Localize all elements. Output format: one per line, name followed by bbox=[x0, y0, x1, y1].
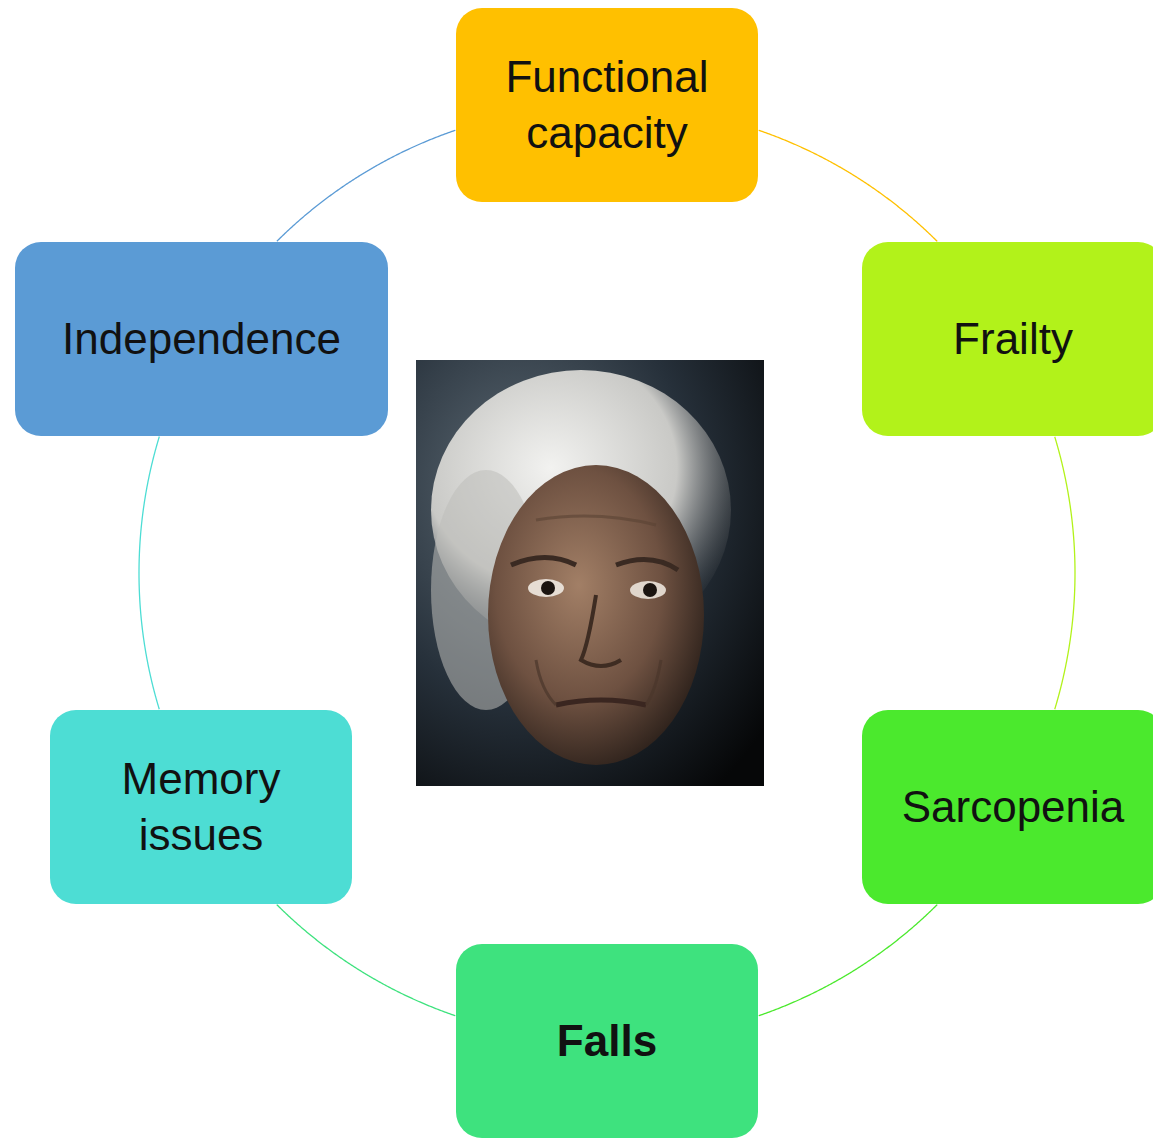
process-box: Frailty bbox=[862, 242, 1153, 436]
box-label: Frailty bbox=[953, 311, 1073, 367]
portrait-face bbox=[488, 465, 704, 765]
portrait-illustration bbox=[416, 360, 764, 786]
portrait-background bbox=[416, 360, 764, 786]
portrait-pupil bbox=[541, 581, 555, 595]
cycle-connector bbox=[139, 437, 159, 710]
portrait-wrinkle bbox=[536, 660, 556, 705]
portrait-wrinkle bbox=[646, 660, 661, 705]
cycle-connector bbox=[277, 130, 455, 241]
cycle-connector bbox=[277, 905, 456, 1016]
process-box: Sarcopenia bbox=[862, 710, 1153, 904]
process-box: Falls bbox=[456, 944, 758, 1138]
cycle-connector bbox=[1055, 437, 1075, 710]
portrait-pupil bbox=[643, 583, 657, 597]
box-label: Independence bbox=[62, 311, 341, 367]
process-box: Memory issues bbox=[50, 710, 352, 904]
box-label: Sarcopenia bbox=[902, 779, 1125, 835]
portrait-brow bbox=[616, 560, 678, 570]
process-box: Functional capacity bbox=[456, 8, 758, 202]
box-label: Functional capacity bbox=[482, 49, 732, 161]
portrait-mouth bbox=[556, 700, 646, 705]
cycle-connector bbox=[759, 130, 938, 241]
cycle-connector bbox=[759, 905, 938, 1016]
box-label: Falls bbox=[557, 1013, 657, 1069]
portrait-brow bbox=[511, 558, 576, 566]
portrait-nose bbox=[581, 595, 621, 666]
portrait-eye bbox=[630, 581, 666, 599]
portrait-wrinkle bbox=[536, 516, 656, 525]
portrait-eye bbox=[528, 579, 564, 597]
box-label: Memory issues bbox=[81, 751, 321, 863]
process-box: Independence bbox=[15, 242, 388, 436]
